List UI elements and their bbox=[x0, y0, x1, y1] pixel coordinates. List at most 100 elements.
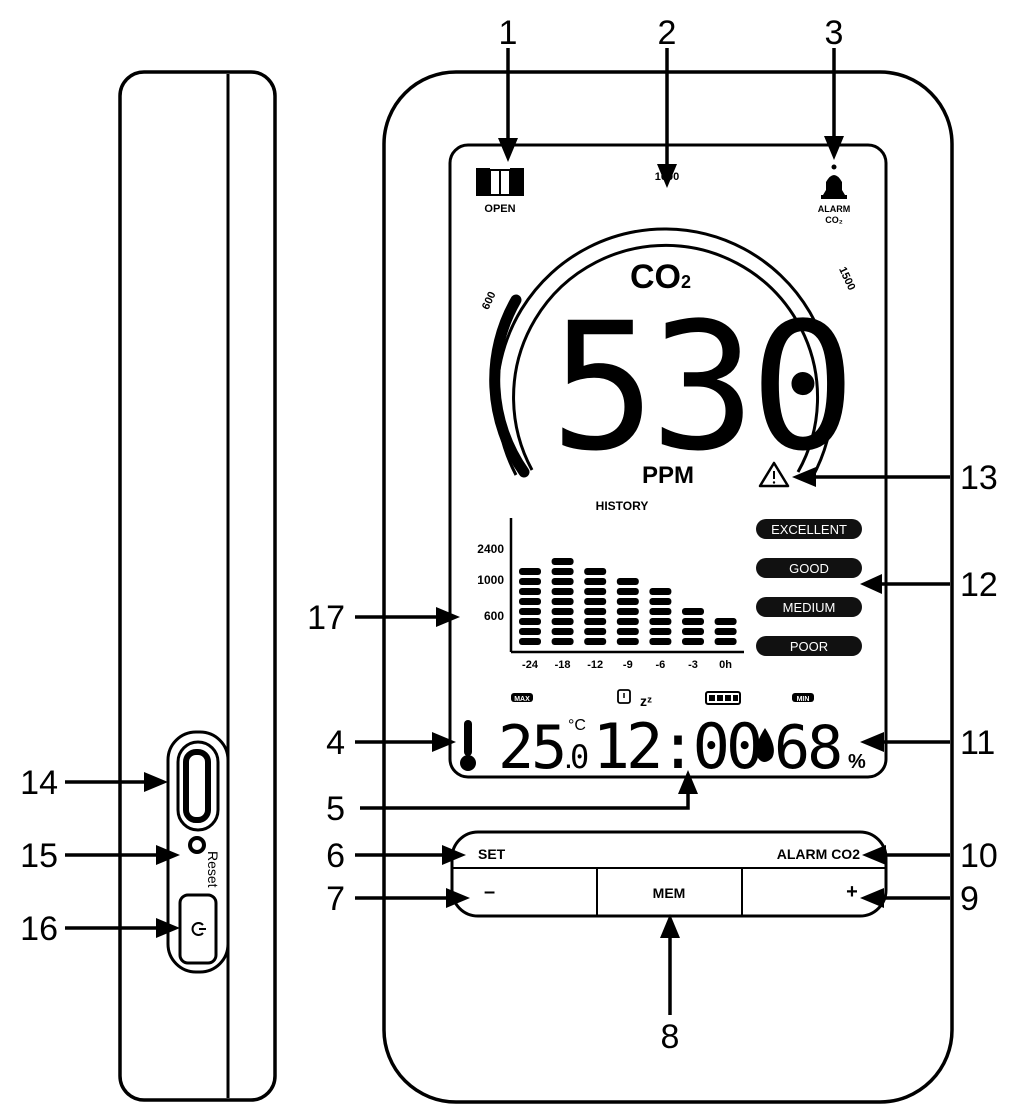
history-bar-segment bbox=[551, 608, 574, 615]
reset-label: Reset bbox=[205, 851, 221, 888]
history-bar-segment bbox=[584, 608, 607, 615]
quality-pill-label: MEDIUM bbox=[783, 600, 836, 615]
history-bar bbox=[714, 618, 737, 645]
quality-pill-good: GOOD bbox=[756, 558, 862, 578]
quality-pill-bg bbox=[756, 519, 862, 539]
history-bar-segment bbox=[649, 598, 672, 605]
callout-4: 4 bbox=[326, 724, 345, 762]
history-bar-segment bbox=[649, 638, 672, 645]
callout-2: 2 bbox=[658, 14, 677, 52]
max-label: MAX bbox=[514, 696, 530, 703]
alarm-co2-button[interactable]: ALARM CO2 bbox=[777, 846, 860, 862]
min-label: MIN bbox=[797, 696, 810, 703]
device-front-view: OPEN ALARM CO₂ 600 1000 1500 CO2 530 PPM… bbox=[382, 70, 954, 1104]
history-bar-segment bbox=[519, 578, 541, 585]
window-open-icon bbox=[476, 168, 524, 196]
power-button[interactable] bbox=[178, 893, 218, 965]
history-bar-segment bbox=[584, 618, 607, 625]
history-bars bbox=[519, 558, 737, 645]
history-bar-segment bbox=[551, 578, 574, 585]
history-bar-segment bbox=[584, 588, 607, 595]
history-bar bbox=[649, 588, 672, 645]
callout-13: 13 bbox=[960, 459, 998, 497]
history-bar bbox=[519, 568, 541, 645]
callout-1: 1 bbox=[499, 14, 518, 52]
co2-value-readout: 530 bbox=[550, 285, 850, 490]
mem-button[interactable]: MEM bbox=[653, 885, 686, 901]
temperature-decimal: 0 bbox=[570, 738, 589, 776]
reset-hole[interactable] bbox=[188, 836, 206, 854]
temperature-readout: 25 bbox=[498, 713, 564, 783]
history-bar-segment bbox=[649, 608, 672, 615]
history-bar-segment bbox=[519, 618, 541, 625]
callout-17: 17 bbox=[307, 599, 345, 637]
quality-pill-poor: POOR bbox=[756, 636, 862, 656]
callout-16: 16 bbox=[20, 910, 58, 948]
history-bar-segment bbox=[519, 638, 541, 645]
callout-8: 8 bbox=[661, 1018, 680, 1056]
history-x-tick: -3 bbox=[688, 659, 698, 671]
gauge-inner-arc bbox=[512, 243, 820, 473]
history-bar-segment bbox=[649, 628, 672, 635]
history-bar-segment bbox=[551, 558, 574, 565]
alarm-co2-label: CO₂ bbox=[825, 215, 843, 225]
callout-15: 15 bbox=[20, 837, 58, 875]
history-bar-segment bbox=[519, 598, 541, 605]
max-badge bbox=[511, 693, 533, 702]
humidity-unit: % bbox=[848, 751, 866, 773]
history-bar-segment bbox=[682, 628, 704, 635]
history-bar-segment bbox=[584, 598, 607, 605]
history-bar-segment bbox=[649, 618, 672, 625]
history-bar-segment bbox=[551, 598, 574, 605]
history-x-tick: 0h bbox=[719, 659, 732, 671]
history-bar-segment bbox=[519, 568, 541, 575]
history-bar-segment bbox=[551, 638, 574, 645]
alarm-label: ALARM bbox=[818, 204, 851, 214]
callout-7: 7 bbox=[326, 880, 345, 918]
history-bar-segment bbox=[714, 638, 737, 645]
humidity-readout: 68 bbox=[774, 713, 840, 783]
history-bar-segment bbox=[584, 578, 607, 585]
history-bar-segment bbox=[649, 588, 672, 595]
thermometer-icon bbox=[460, 720, 476, 771]
history-bar-segment bbox=[616, 628, 639, 635]
history-bar-segment bbox=[682, 608, 704, 615]
history-bar-segment bbox=[551, 618, 574, 625]
callout-10: 10 bbox=[960, 837, 998, 875]
callout-11: 11 bbox=[960, 724, 995, 762]
alarm-clock-icon bbox=[617, 689, 631, 704]
minus-button[interactable]: – bbox=[484, 881, 495, 903]
window-open-label: OPEN bbox=[484, 203, 515, 215]
quality-pill-label: POOR bbox=[790, 639, 828, 654]
quality-pill-medium: MEDIUM bbox=[756, 597, 862, 617]
history-bar-segment bbox=[519, 588, 541, 595]
history-bar-segment bbox=[616, 618, 639, 625]
callout-numbers: 1 2 3 4 5 6 7 8 9 10 11 12 13 14 15 16 1… bbox=[20, 14, 998, 1056]
callout-arrows bbox=[65, 48, 950, 1015]
history-bar bbox=[682, 608, 704, 645]
humidity-drop-icon bbox=[756, 728, 774, 762]
callout-14: 14 bbox=[20, 764, 58, 802]
history-y-tick: 2400 bbox=[477, 542, 504, 556]
history-title: HISTORY bbox=[596, 499, 649, 513]
history-bar bbox=[584, 568, 607, 645]
plus-button[interactable]: + bbox=[846, 881, 858, 903]
history-bar-segment bbox=[519, 608, 541, 615]
co2-label: CO2 bbox=[630, 258, 691, 296]
time-readout: 12:00 bbox=[593, 710, 760, 783]
history-x-tick: -24 bbox=[522, 659, 539, 671]
device-side-view: Reset bbox=[118, 70, 277, 1102]
callout-3: 3 bbox=[825, 14, 844, 52]
history-bar-segment bbox=[584, 568, 607, 575]
temperature-decimal-point: . bbox=[564, 739, 573, 775]
history-bar bbox=[616, 578, 639, 645]
history-x-tick: -12 bbox=[587, 659, 603, 671]
ppm-unit: PPM bbox=[642, 462, 694, 489]
history-bar-segment bbox=[682, 618, 704, 625]
history-bar-segment bbox=[584, 638, 607, 645]
callout-6: 6 bbox=[326, 837, 345, 875]
set-button[interactable]: SET bbox=[478, 846, 506, 862]
history-bar-segment bbox=[616, 578, 639, 585]
